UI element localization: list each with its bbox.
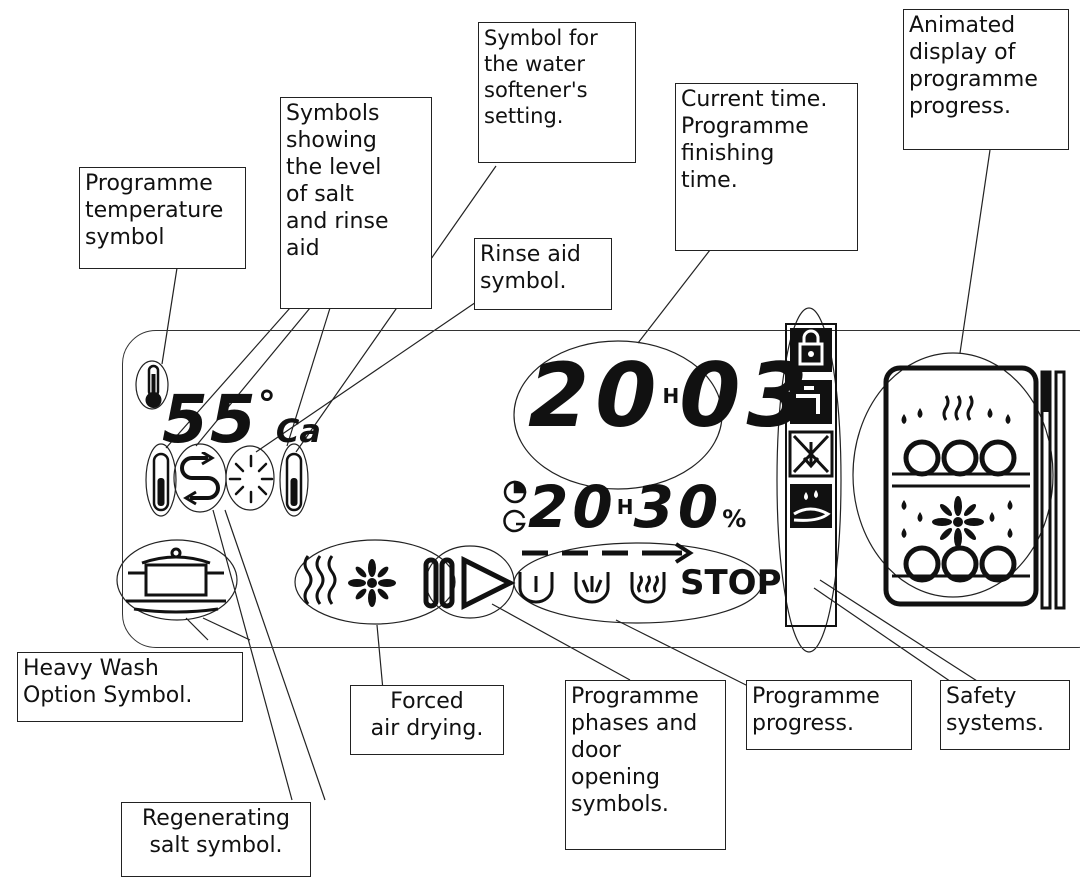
current-time-readout: 20H03	[528, 352, 814, 440]
thermometer-icon	[145, 364, 162, 408]
label-regenerating-salt: Regenerating salt symbol.	[121, 802, 311, 877]
safety-systems-icons	[785, 323, 837, 627]
finish-minutes: 30	[633, 473, 723, 541]
rinse-level-ellipse	[279, 443, 309, 517]
hardness-unit: Ca	[275, 412, 321, 450]
water-tap-icon	[790, 380, 832, 424]
forced-air-drying-icon	[303, 555, 396, 607]
label-salt-rinse-level: Symbols showing the level of salt and ri…	[280, 97, 432, 309]
display-panel	[122, 330, 1080, 648]
time-h-mark: H	[662, 384, 680, 408]
label-programme-progress: Programme progress.	[746, 680, 912, 750]
programme-animation-display	[883, 365, 1066, 610]
percent-sign: %	[722, 505, 747, 533]
salt-level-icon	[152, 452, 170, 512]
salt-level-ellipse	[145, 443, 177, 517]
rinse-aid-level-icon	[285, 452, 303, 512]
label-heavy-wash: Heavy Wash Option Symbol.	[17, 652, 243, 722]
label-safety-systems: Safety systems.	[940, 680, 1070, 750]
programme-phases-icon	[423, 555, 516, 611]
progress-arrow-icon	[522, 542, 694, 564]
label-programme-temperature: Programme temperature symbol	[79, 167, 246, 269]
rinse-ellipse	[225, 445, 275, 511]
regenerating-salt-icon	[180, 452, 220, 506]
finishing-time-readout: 20H30%	[528, 478, 746, 548]
animation-ellipse	[852, 352, 1054, 598]
heavy-wash-pot-icon	[126, 547, 226, 614]
time-ellipse	[513, 340, 723, 490]
wash-phase-icons	[518, 572, 666, 604]
safety-ellipse	[776, 307, 842, 653]
temperature-readout: 55°Ca	[162, 372, 321, 464]
rinse-aid-icon	[228, 454, 274, 504]
label-current-time: Current time. Programme finishing time.	[675, 83, 858, 251]
label-forced-air: Forced air drying.	[350, 685, 504, 755]
label-rinse-aid: Rinse aid symbol.	[474, 238, 612, 310]
label-water-softener: Symbol for the water softener's setting.	[478, 22, 636, 163]
forced-air-ellipse	[294, 539, 456, 625]
time-hours: 20	[528, 344, 663, 447]
water-leak-icon	[790, 484, 832, 528]
clock-icon	[503, 480, 527, 533]
heavy-wash-ellipse	[116, 539, 238, 621]
finish-hours: 20	[528, 473, 617, 541]
door-lock-icon	[790, 328, 832, 372]
degree-sign: °	[257, 384, 276, 425]
stop-indicator: STOP	[680, 563, 782, 603]
label-animated-display: Animated display of programme progress.	[903, 9, 1069, 150]
temperature-value: 55	[162, 381, 258, 458]
label-programme-phases: Programme phases and door opening symbol…	[565, 680, 726, 850]
finish-h-mark: H	[616, 495, 634, 519]
anti-flood-icon	[788, 430, 834, 478]
